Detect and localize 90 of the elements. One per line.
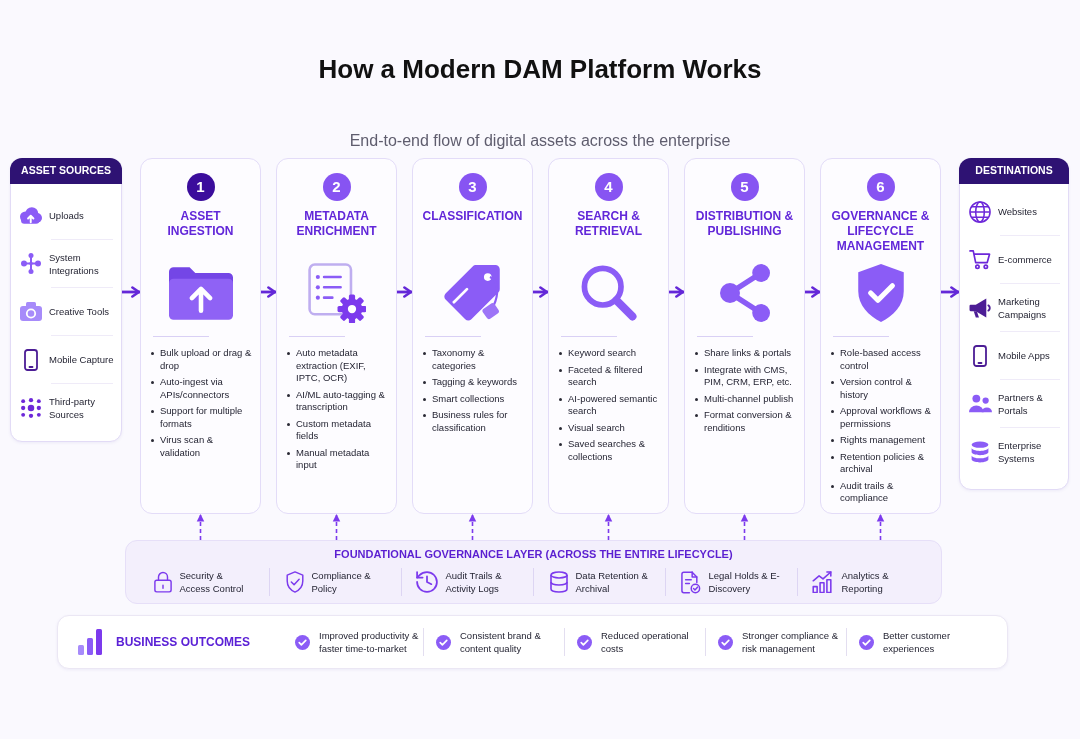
step-number-badge: 3: [458, 173, 487, 201]
stage-card: [548, 158, 669, 514]
bullet-item: Rights management: [831, 434, 934, 447]
bullet-item: Tagging & keywords: [423, 376, 526, 389]
step-number-badge: 1: [186, 173, 215, 201]
dashed-arrow: [604, 513, 613, 541]
stage-title: ASSET INGESTION: [166, 209, 235, 239]
bullet-item: Manual metadata input: [287, 446, 390, 472]
list-item-label: Websites: [998, 205, 1037, 218]
bullet-item: Integrate with CMS, PIM, CRM, ERP, etc.: [695, 363, 798, 389]
list-item-label: Partners & Portals: [998, 390, 1044, 417]
bullet-item: Share links & portals: [695, 347, 798, 360]
bullet-item: Saved searches & collections: [559, 438, 662, 463]
stage-title: METADATA ENRICHMENT: [295, 209, 378, 239]
layer-item-label: Legal Holds & E-Discovery: [708, 569, 781, 595]
stage-card: [820, 158, 941, 514]
layer-item-label: Security & Access Control: [179, 569, 245, 595]
bullet-item: Approval workflows & permissions: [831, 405, 934, 430]
list-item-label: Mobile Capture: [49, 353, 114, 366]
layer-item-label: Audit Trails & Activity Logs: [445, 569, 503, 595]
stage-card: [276, 158, 397, 514]
outcome-label: Improved productivity & faster time-to-market: [319, 629, 420, 655]
step-number-badge: 6: [866, 173, 895, 201]
stage-title: DISTRIBUTION & PUBLISHING: [694, 209, 795, 239]
stage-title: GOVERNANCE & LIFECYCLE MANAGEMENT: [830, 209, 931, 254]
bullet-item: Keyword search: [559, 347, 662, 360]
layer-item-label: Compliance & Policy: [311, 569, 372, 595]
bullet-item: Taxonomy & categories: [423, 347, 526, 372]
bullet-item: Custom metadata fields: [287, 417, 390, 443]
bullet-item: Bulk upload or drag & drop: [151, 347, 254, 372]
list-item-label: Uploads: [49, 209, 84, 222]
bullet-item: Smart collections: [423, 392, 526, 405]
bullet-item: Retention policies & archival: [831, 450, 934, 476]
outcome-label: Better customer experiences: [883, 629, 952, 655]
list-item-label: Third-party Sources: [49, 394, 96, 421]
dashed-arrow: [876, 513, 885, 541]
stage-card: [140, 158, 261, 514]
arrow: [941, 286, 960, 298]
outcomes-panel: [57, 615, 1008, 669]
bullet-item: AI/ML auto-tagging & transcription: [287, 388, 390, 414]
bullet-item: Role-based access control: [831, 347, 934, 372]
list-item-label: Enterprise Systems: [998, 438, 1043, 465]
dashed-arrow: [740, 513, 749, 541]
bullet-item: AI-powered semantic search: [559, 392, 662, 418]
outcomes-heading: BUSINESS OUTCOMES: [116, 634, 250, 651]
destination-panel: [959, 158, 1069, 490]
bullet-item: Auto metadata extraction (EXIF, IPTC, OCR): [287, 347, 390, 385]
stage-title: CLASSIFICATION: [422, 209, 523, 224]
bullet-item: Virus scan & validation: [151, 434, 254, 459]
bullet-item: Multi-channel publish: [695, 392, 798, 405]
dashed-arrow: [196, 513, 205, 541]
list-item-label: System Integrations: [49, 250, 100, 277]
outcome-label: Stronger compliance & risk management: [742, 629, 840, 655]
subtitle: End-to-end flow of digital assets across the enterprise: [349, 131, 731, 151]
layer-item-label: Analytics & Reporting: [841, 569, 890, 595]
dashed-arrow: [332, 513, 341, 541]
bullet-item: Support for multiple formats: [151, 405, 254, 430]
stage-title: SEARCH & RETRIEVAL: [573, 209, 644, 239]
bullet-item: Format conversion & renditions: [695, 409, 798, 434]
bullet-item: Audit trails & compliance: [831, 479, 934, 505]
step-number-badge: 2: [322, 173, 351, 201]
bullet-item: Visual search: [559, 421, 662, 434]
list-item-label: Mobile Apps: [998, 349, 1050, 362]
source-panel: [10, 158, 122, 442]
dashed-arrow: [468, 513, 477, 541]
outcome-label: Consistent brand & content quality: [460, 629, 542, 655]
panel-header: DESTINATIONS: [959, 158, 1069, 184]
stage-card: [412, 158, 533, 514]
bullet-item: Business rules for classification: [423, 409, 526, 434]
arrow: [669, 286, 685, 298]
step-number-badge: 5: [730, 173, 759, 201]
arrow: [122, 286, 141, 298]
bullet-item: Auto-ingest via APIs/connectors: [151, 376, 254, 401]
bullet-item: Faceted & filtered search: [559, 363, 662, 389]
layer-item-label: Data Retention & Archival: [575, 569, 649, 595]
arrow: [805, 286, 821, 298]
list-item-label: Marketing Campaigns: [998, 294, 1048, 321]
list-item-label: E-commerce: [998, 253, 1052, 266]
arrow: [397, 286, 413, 298]
diagram-title: How a Modern DAM Platform Works: [318, 53, 762, 86]
outcome-label: Reduced operational costs: [601, 629, 690, 655]
list-item-label: Creative Tools: [49, 305, 110, 318]
step-number-badge: 4: [594, 173, 623, 201]
panel-header: ASSET SOURCES: [10, 158, 122, 184]
arrow: [533, 286, 549, 298]
governance-layer-panel: [125, 540, 942, 604]
arrow: [261, 286, 277, 298]
layer-heading: FOUNDATIONAL GOVERNANCE LAYER (ACROSS THE ENTIRE LIFECYCLE): [334, 547, 733, 561]
stage-card: [684, 158, 805, 514]
bullet-item: Version control & history: [831, 376, 934, 401]
